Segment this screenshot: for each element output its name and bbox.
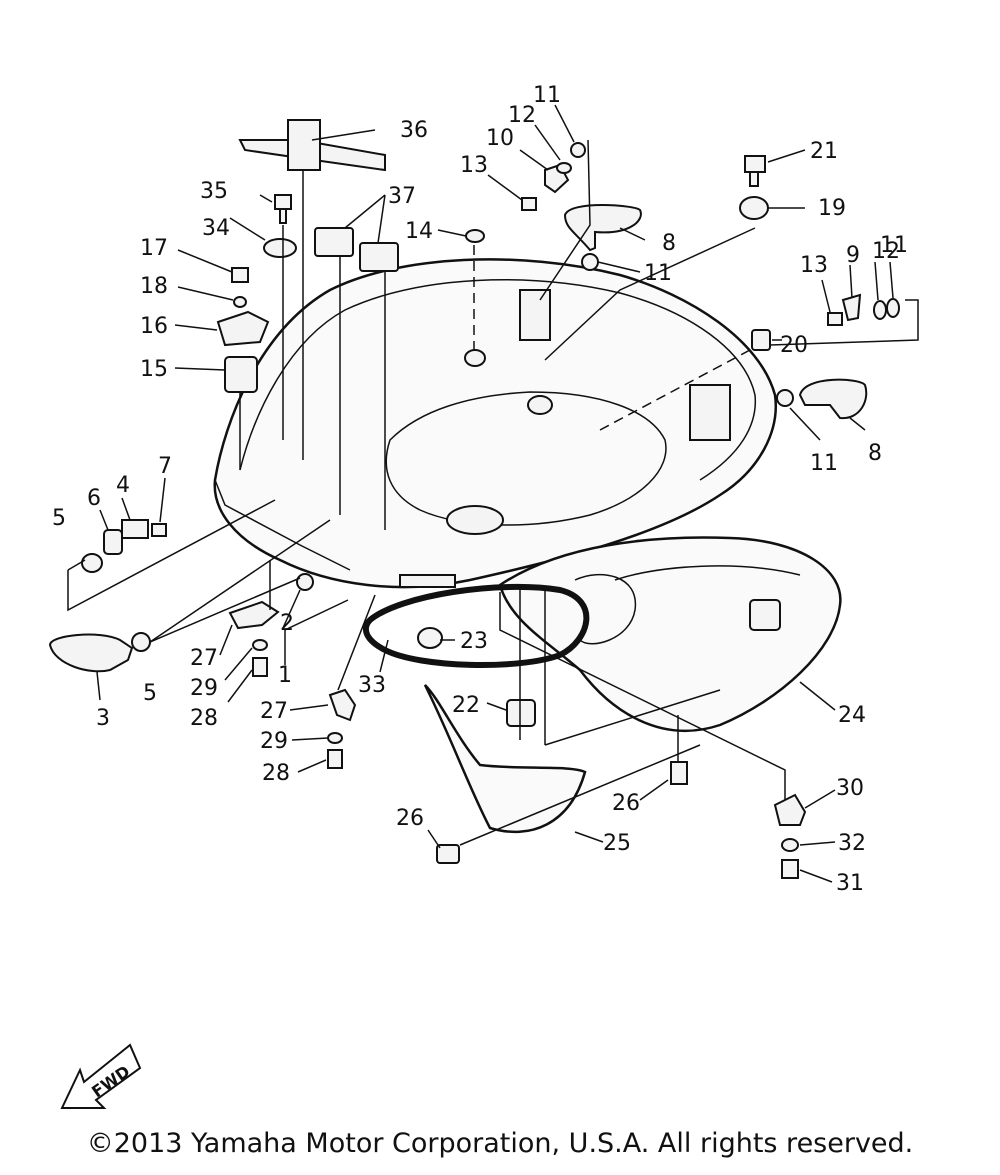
callout-25: 25 [603, 831, 631, 856]
callout-13b: 13 [800, 253, 828, 278]
callout-1: 1 [278, 663, 292, 688]
callout-14: 14 [405, 219, 433, 244]
callout-28: 28 [190, 706, 218, 731]
callout-3: 3 [96, 706, 110, 731]
callout-27b: 27 [260, 699, 288, 724]
callout-12b: 12 [872, 239, 900, 264]
fwd-arrow-icon: FWD [60, 1043, 142, 1109]
callout-27: 27 [190, 646, 218, 671]
callout-26: 26 [612, 791, 640, 816]
lower-cowling-24 [498, 536, 842, 733]
callout-37: 37 [388, 184, 416, 209]
callout-23: 23 [460, 629, 488, 654]
callout-11: 11 [533, 83, 561, 108]
callout-labels: 1 2 3 4 5 5 6 7 8 8 9 10 11 11 11 11 12 … [52, 83, 908, 896]
bottom-cowling [213, 258, 777, 589]
callout-9: 9 [846, 243, 860, 268]
callout-29: 29 [190, 676, 218, 701]
callout-33: 33 [358, 673, 386, 698]
callout-13: 13 [460, 153, 488, 178]
callout-10: 10 [486, 126, 514, 151]
leader-lines [67, 104, 919, 883]
callout-16: 16 [140, 314, 168, 339]
callout-26b: 26 [396, 806, 424, 831]
callout-12: 12 [508, 103, 536, 128]
callout-4: 4 [116, 473, 130, 498]
callout-22: 22 [452, 693, 480, 718]
lower-cover-25 [423, 684, 587, 834]
callout-24: 24 [838, 703, 866, 728]
callout-5b: 5 [143, 681, 157, 706]
small-parts [48, 119, 900, 879]
callout-11d: 11 [810, 451, 838, 476]
callout-36: 36 [400, 118, 428, 143]
callout-17: 17 [140, 236, 168, 261]
callout-15: 15 [140, 357, 168, 382]
callout-11c: 11 [880, 233, 908, 258]
callout-35: 35 [200, 179, 228, 204]
callout-8b: 8 [868, 441, 882, 466]
callout-31: 31 [836, 871, 864, 896]
callout-21: 21 [810, 139, 838, 164]
callout-11b: 11 [644, 261, 672, 286]
callout-18: 18 [140, 274, 168, 299]
callout-7: 7 [158, 454, 172, 479]
callout-29b: 29 [260, 729, 288, 754]
callout-32: 32 [838, 831, 866, 856]
callout-2: 2 [280, 611, 294, 636]
callout-6: 6 [87, 486, 101, 511]
callout-19: 19 [818, 196, 846, 221]
callout-28b: 28 [262, 761, 290, 786]
callout-34: 34 [202, 216, 230, 241]
callout-20: 20 [780, 333, 808, 358]
callout-5: 5 [52, 506, 66, 531]
copyright-notice: ©2013 Yamaha Motor Corporation, U.S.A. A… [86, 1128, 914, 1159]
callout-30: 30 [836, 776, 864, 801]
callout-8: 8 [662, 231, 676, 256]
